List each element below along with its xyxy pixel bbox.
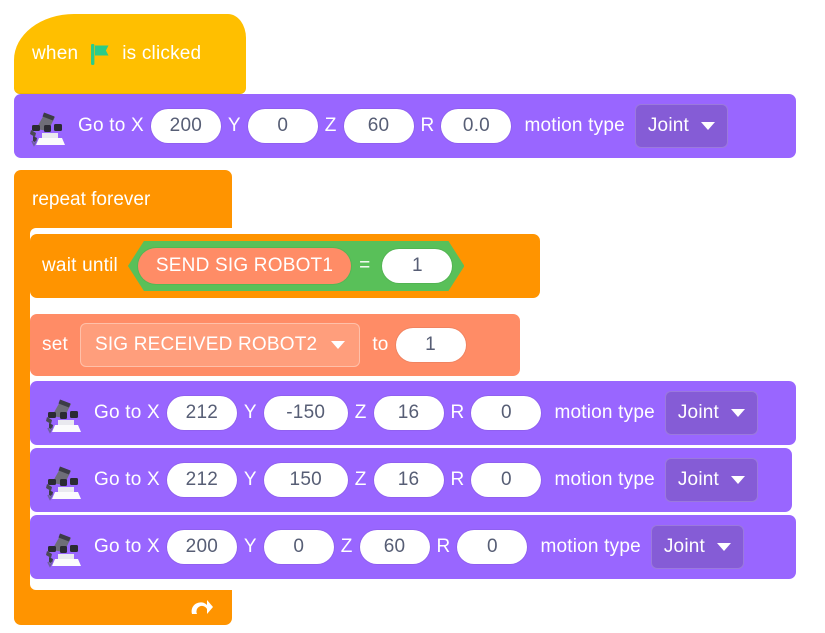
- chevron-down-icon: [731, 409, 745, 417]
- motion-type-dropdown-1[interactable]: Joint: [634, 104, 728, 148]
- goto-xyzr-block-2[interactable]: Go to X 212 Y -150 Z 16 R 0 motion type …: [30, 381, 796, 445]
- y-axis-label-2: Y: [243, 402, 257, 423]
- goto-action-label-4: Go to X: [94, 536, 160, 557]
- wait-until-block[interactable]: wait until SEND SIG ROBOT1 = 1: [30, 234, 540, 298]
- x-input-4[interactable]: 200: [166, 530, 237, 564]
- hat-prefix-label: when: [32, 43, 79, 64]
- goto-action-label-1: Go to X: [78, 115, 144, 136]
- x-input-1[interactable]: 200: [150, 109, 221, 143]
- r-input-2[interactable]: 0: [471, 396, 542, 430]
- z-axis-label-3: Z: [354, 469, 367, 490]
- chevron-down-icon: [701, 122, 715, 130]
- robot-arm-icon: [22, 103, 72, 149]
- r-input-3[interactable]: 0: [471, 463, 542, 497]
- y-axis-label-3: Y: [243, 469, 257, 490]
- set-variable-block[interactable]: set SIG RECEIVED ROBOT2 to 1: [30, 314, 520, 376]
- goto-xyzr-block-4[interactable]: Go to X 200 Y 0 Z 60 R 0 motion type Joi…: [30, 515, 796, 579]
- z-axis-label-2: Z: [354, 402, 367, 423]
- motion-type-dropdown-3[interactable]: Joint: [664, 458, 758, 502]
- variable-dropdown-value: SIG RECEIVED ROBOT2: [94, 334, 318, 355]
- green-flag-icon: [87, 41, 113, 67]
- robot-arm-icon: [38, 524, 88, 570]
- motion-type-value-4: Joint: [663, 536, 705, 557]
- equals-operator-block[interactable]: SEND SIG ROBOT1 = 1: [128, 241, 465, 291]
- motion-type-dropdown-4[interactable]: Joint: [650, 525, 744, 569]
- goto-action-label-3: Go to X: [94, 469, 160, 490]
- equals-right-input[interactable]: 1: [382, 249, 452, 283]
- r-axis-label-2: R: [450, 402, 465, 423]
- z-axis-label-1: Z: [324, 115, 337, 136]
- r-axis-label-4: R: [436, 536, 451, 557]
- z-axis-label-4: Z: [340, 536, 353, 557]
- y-input-3[interactable]: 150: [263, 463, 348, 497]
- x-input-3[interactable]: 212: [166, 463, 237, 497]
- chevron-down-icon: [717, 543, 731, 551]
- motion-type-value-1: Joint: [647, 115, 689, 136]
- y-axis-label-1: Y: [227, 115, 241, 136]
- variable-reporter-send-sig-robot1[interactable]: SEND SIG ROBOT1: [138, 248, 351, 284]
- set-to-label: to: [372, 334, 389, 355]
- motion-type-dropdown-2[interactable]: Joint: [664, 391, 758, 435]
- chevron-down-icon: [731, 476, 745, 484]
- z-input-2[interactable]: 16: [373, 396, 444, 430]
- wait-until-label: wait until: [42, 255, 118, 276]
- variable-dropdown[interactable]: SIG RECEIVED ROBOT2: [79, 323, 361, 367]
- robot-arm-icon: [38, 390, 88, 436]
- goto-action-label-2: Go to X: [94, 402, 160, 423]
- when-flag-clicked-block[interactable]: when is clicked: [14, 14, 246, 94]
- set-value-input[interactable]: 1: [395, 328, 466, 362]
- y-input-4[interactable]: 0: [263, 530, 334, 564]
- r-input-4[interactable]: 0: [457, 530, 528, 564]
- goto-xyzr-block-1[interactable]: Go to X 200 Y 0 Z 60 R 0.0 motion type J…: [14, 94, 796, 158]
- z-input-4[interactable]: 60: [359, 530, 430, 564]
- motion-type-value-2: Joint: [677, 402, 719, 423]
- motion-type-label-1: motion type: [524, 115, 625, 136]
- repeat-forever-label: repeat forever: [32, 189, 151, 210]
- z-input-1[interactable]: 60: [343, 109, 414, 143]
- x-input-2[interactable]: 212: [166, 396, 237, 430]
- equals-sign-label: =: [359, 255, 371, 276]
- y-input-2[interactable]: -150: [263, 396, 348, 430]
- r-axis-label-3: R: [450, 469, 465, 490]
- motion-type-label-4: motion type: [540, 536, 641, 557]
- robot-arm-icon: [38, 457, 88, 503]
- y-input-1[interactable]: 0: [247, 109, 318, 143]
- motion-type-label-3: motion type: [554, 469, 655, 490]
- r-axis-label-1: R: [420, 115, 435, 136]
- motion-type-label-2: motion type: [554, 402, 655, 423]
- hat-suffix-label: is clicked: [122, 43, 202, 64]
- loop-arrow-icon: [188, 594, 214, 620]
- y-axis-label-4: Y: [243, 536, 257, 557]
- chevron-down-icon: [331, 341, 346, 349]
- motion-type-value-3: Joint: [677, 469, 719, 490]
- goto-xyzr-block-3[interactable]: Go to X 212 Y 150 Z 16 R 0 motion type J…: [30, 448, 792, 512]
- set-label: set: [42, 334, 68, 355]
- r-input-1[interactable]: 0.0: [441, 109, 512, 143]
- z-input-3[interactable]: 16: [373, 463, 444, 497]
